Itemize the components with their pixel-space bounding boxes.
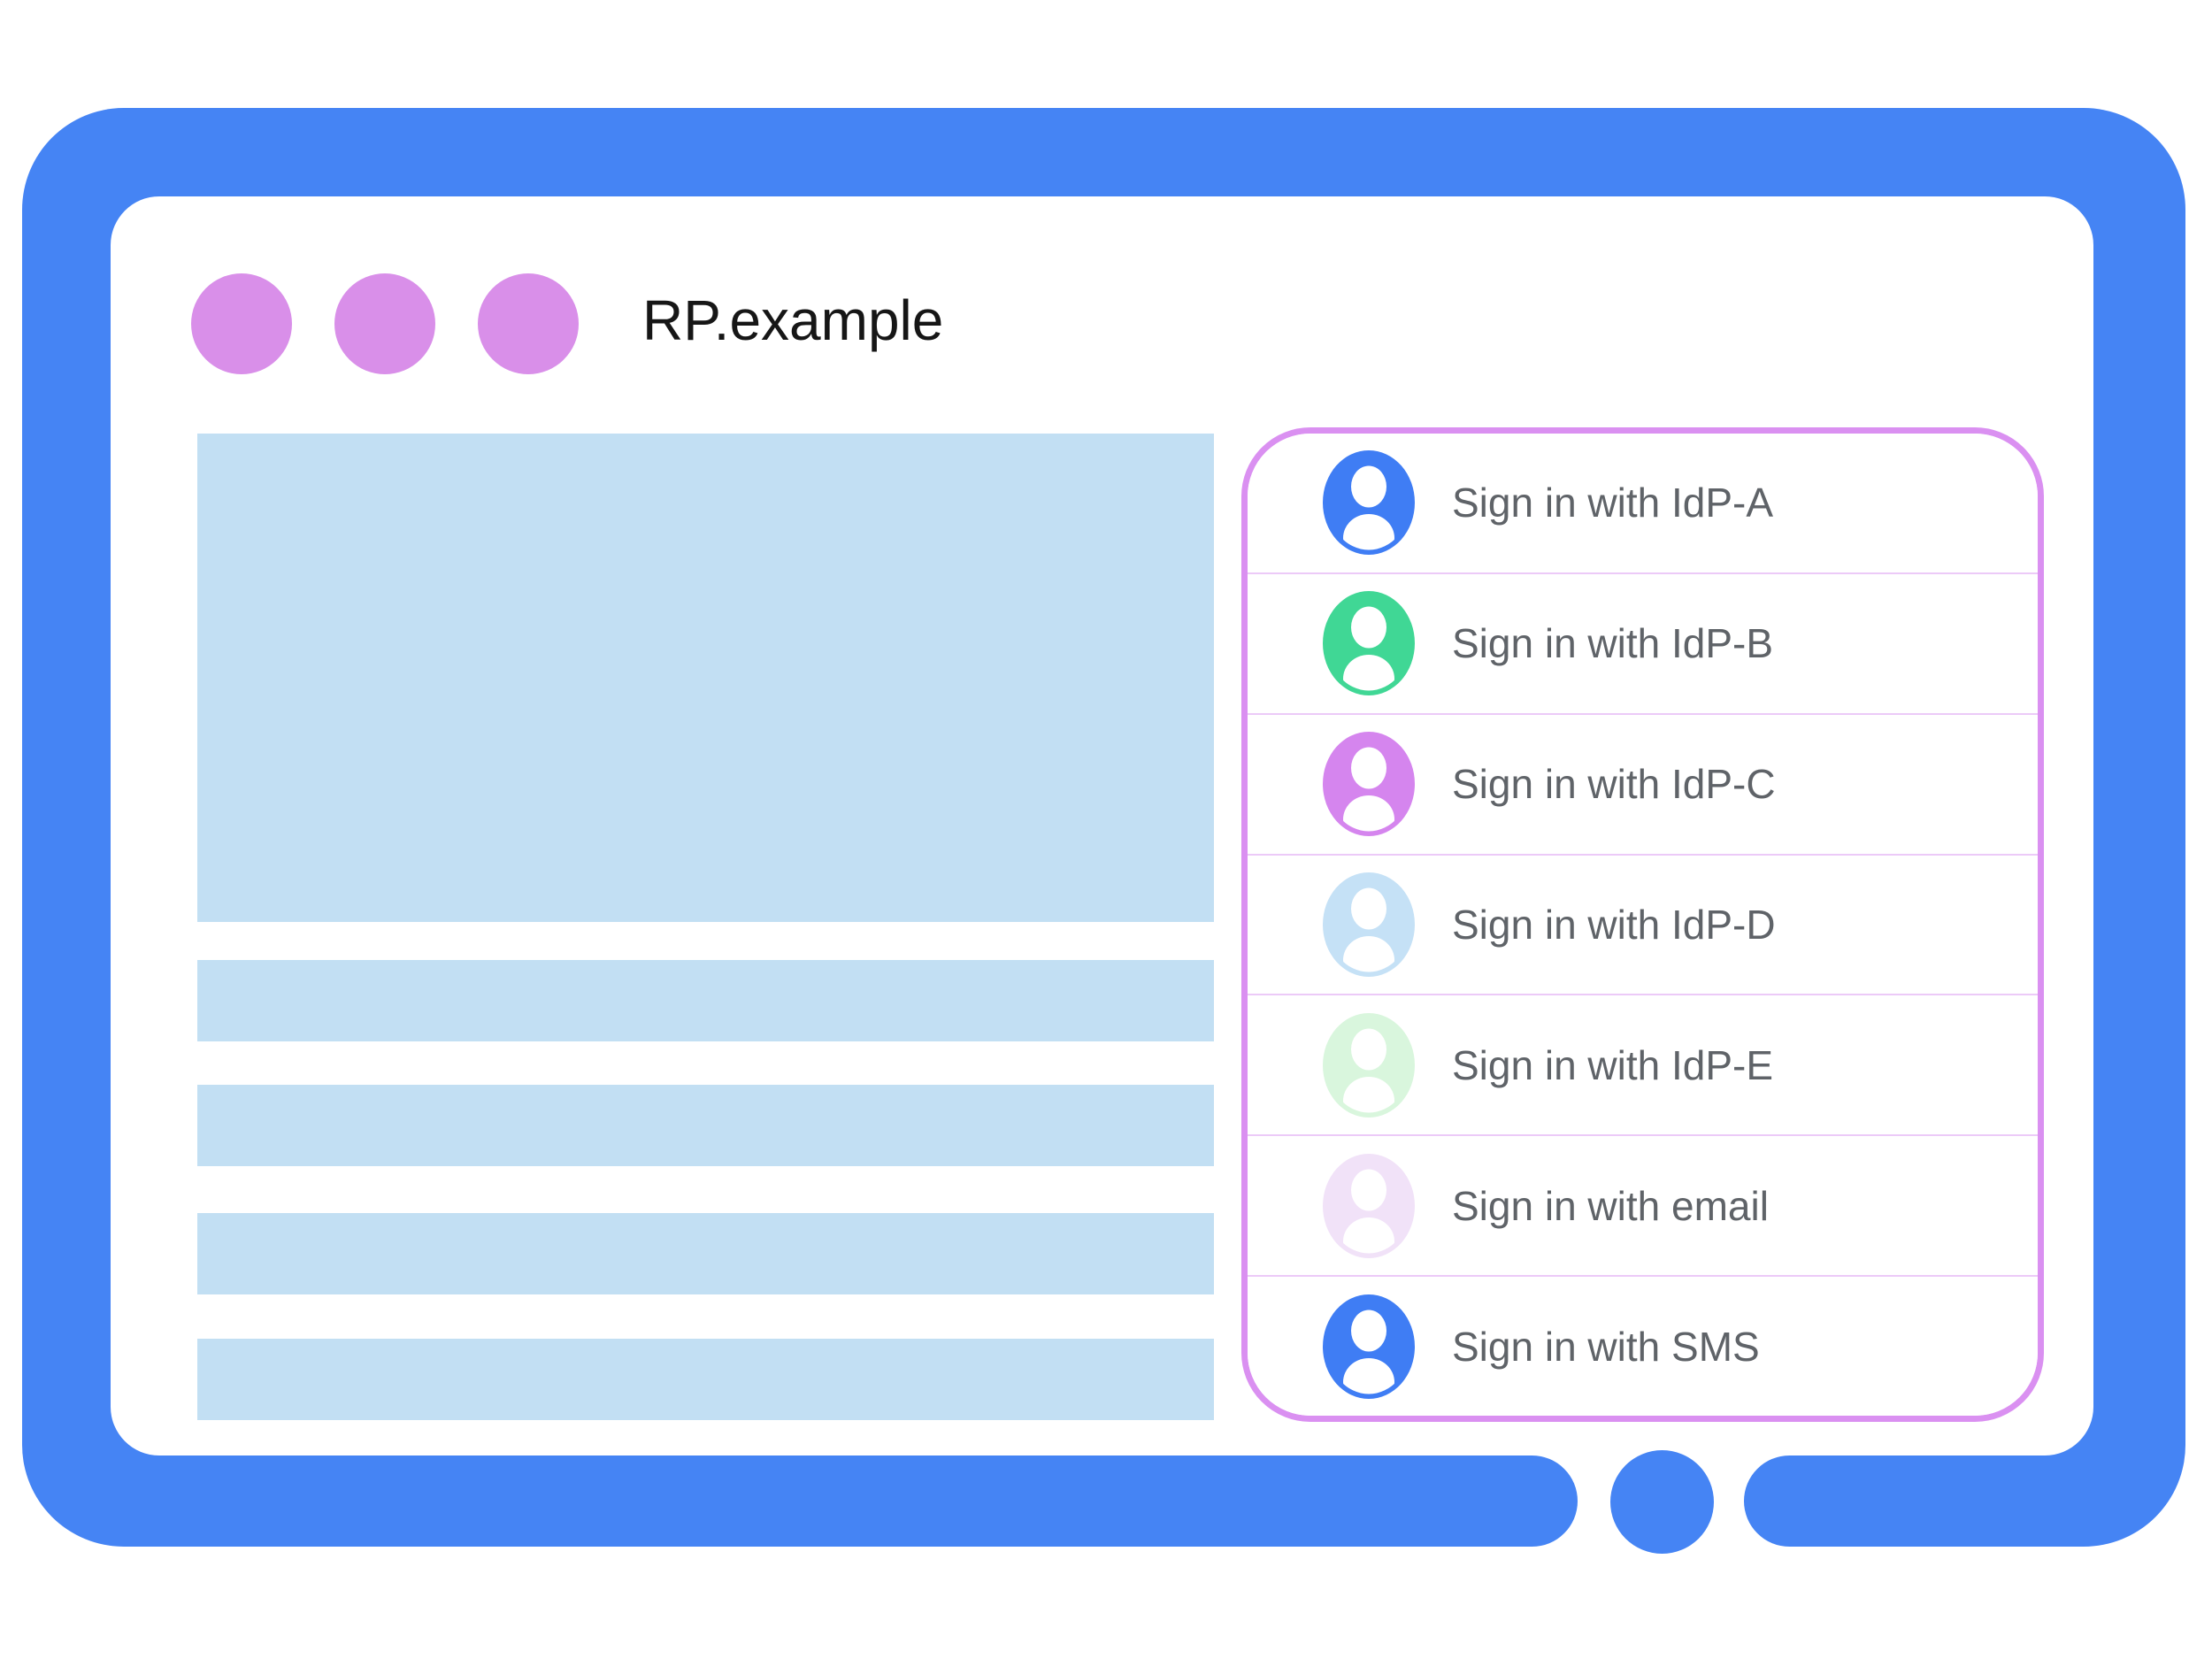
home-button[interactable]	[1610, 1450, 1714, 1554]
content-line-placeholder-3	[197, 1213, 1214, 1294]
signin-label: Sign in with email	[1452, 1182, 1769, 1229]
signin-panel: Sign in with IdP-A Sign in with IdP-B Si…	[1241, 427, 2044, 1422]
content-line-placeholder-2	[197, 1085, 1214, 1166]
signin-row-idp-e[interactable]: Sign in with IdP-E	[1248, 995, 2038, 1137]
content-hero-placeholder	[197, 434, 1214, 922]
signin-row-sms[interactable]: Sign in with SMS	[1248, 1277, 2038, 1416]
signin-label: Sign in with IdP-D	[1452, 902, 1776, 948]
person-avatar-icon	[1323, 1294, 1415, 1399]
site-title: RP.example	[642, 288, 944, 352]
window-control-dot-2[interactable]	[334, 273, 435, 374]
signin-row-idp-b[interactable]: Sign in with IdP-B	[1248, 573, 2038, 715]
signin-label: Sign in with IdP-C	[1452, 761, 1776, 808]
signin-label: Sign in with SMS	[1452, 1323, 1760, 1370]
signin-row-idp-c[interactable]: Sign in with IdP-C	[1248, 714, 2038, 856]
content-line-placeholder-4	[197, 1339, 1214, 1420]
person-avatar-icon	[1323, 591, 1415, 696]
signin-row-idp-a[interactable]: Sign in with IdP-A	[1248, 434, 2038, 574]
signin-row-email[interactable]: Sign in with email	[1248, 1136, 2038, 1278]
person-avatar-icon	[1323, 1012, 1415, 1118]
person-avatar-icon	[1323, 872, 1415, 977]
signin-label: Sign in with IdP-B	[1452, 620, 1774, 667]
frame-bottom-right-cap	[1744, 1455, 1866, 1547]
frame-bottom-left-cap	[1455, 1455, 1578, 1547]
person-avatar-icon	[1323, 1153, 1415, 1258]
person-avatar-icon	[1323, 450, 1415, 556]
signin-row-idp-d[interactable]: Sign in with IdP-D	[1248, 855, 2038, 996]
window-control-dot-1[interactable]	[191, 273, 292, 374]
content-line-placeholder-1	[197, 960, 1214, 1041]
window-control-dot-3[interactable]	[478, 273, 579, 374]
signin-label: Sign in with IdP-A	[1452, 480, 1774, 526]
signin-label: Sign in with IdP-E	[1452, 1041, 1774, 1088]
person-avatar-icon	[1323, 732, 1415, 837]
